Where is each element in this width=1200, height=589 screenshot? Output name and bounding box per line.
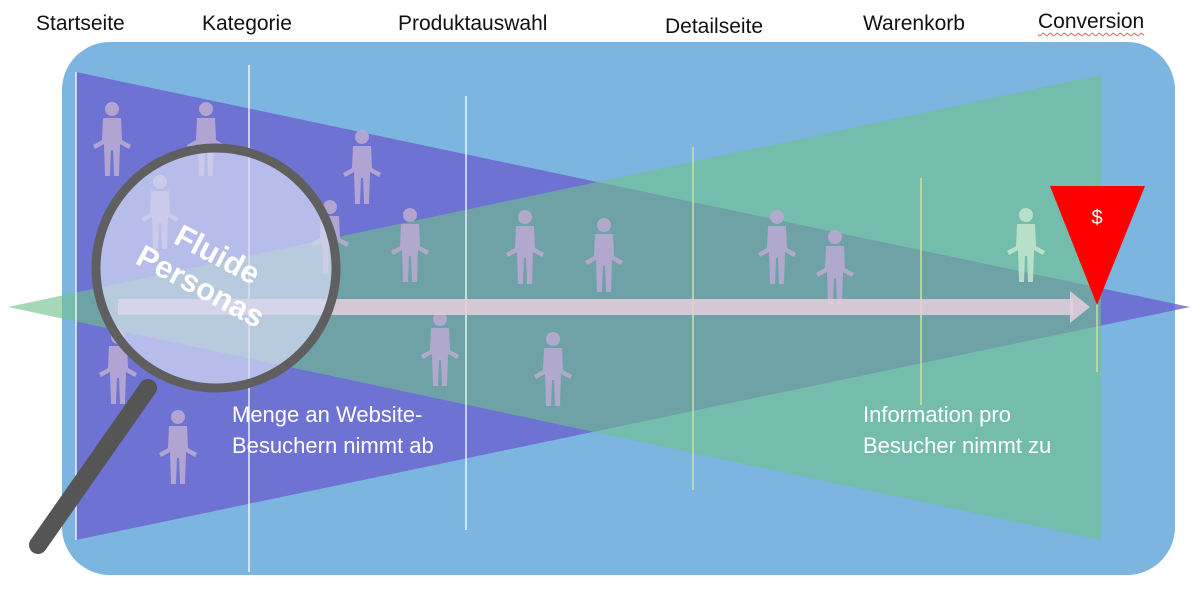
stage-label-warenkorb: Warenkorb xyxy=(863,12,965,35)
arrow-head xyxy=(1070,291,1090,323)
stage-label-kategorie: Kategorie xyxy=(202,12,292,35)
info-caption-line1: Information pro xyxy=(863,402,1011,427)
info-caption-line2: Besucher nimmt zu xyxy=(863,433,1051,458)
conversion-marker: $ xyxy=(1050,186,1145,305)
arrow-icon xyxy=(118,299,1073,315)
visitors-caption-line2: Besuchern nimmt ab xyxy=(232,433,434,458)
stage-label-detailseite: Detailseite xyxy=(665,15,764,38)
stage-label-produktauswahl: Produktauswahl xyxy=(398,12,548,35)
magnifier-lens xyxy=(91,143,341,393)
magnifier-handle xyxy=(29,379,157,554)
journey-arrow xyxy=(118,291,1090,323)
stage-label-startseite: Startseite xyxy=(36,12,125,35)
visitors-caption-line1: Menge an Website- xyxy=(232,402,422,427)
stage-label-conversion: Conversion xyxy=(1038,10,1145,33)
conversion-funnel-icon xyxy=(1050,186,1145,305)
magnifier-icon: Fluide Personas xyxy=(29,143,341,554)
conversion-symbol: $ xyxy=(1091,207,1102,229)
